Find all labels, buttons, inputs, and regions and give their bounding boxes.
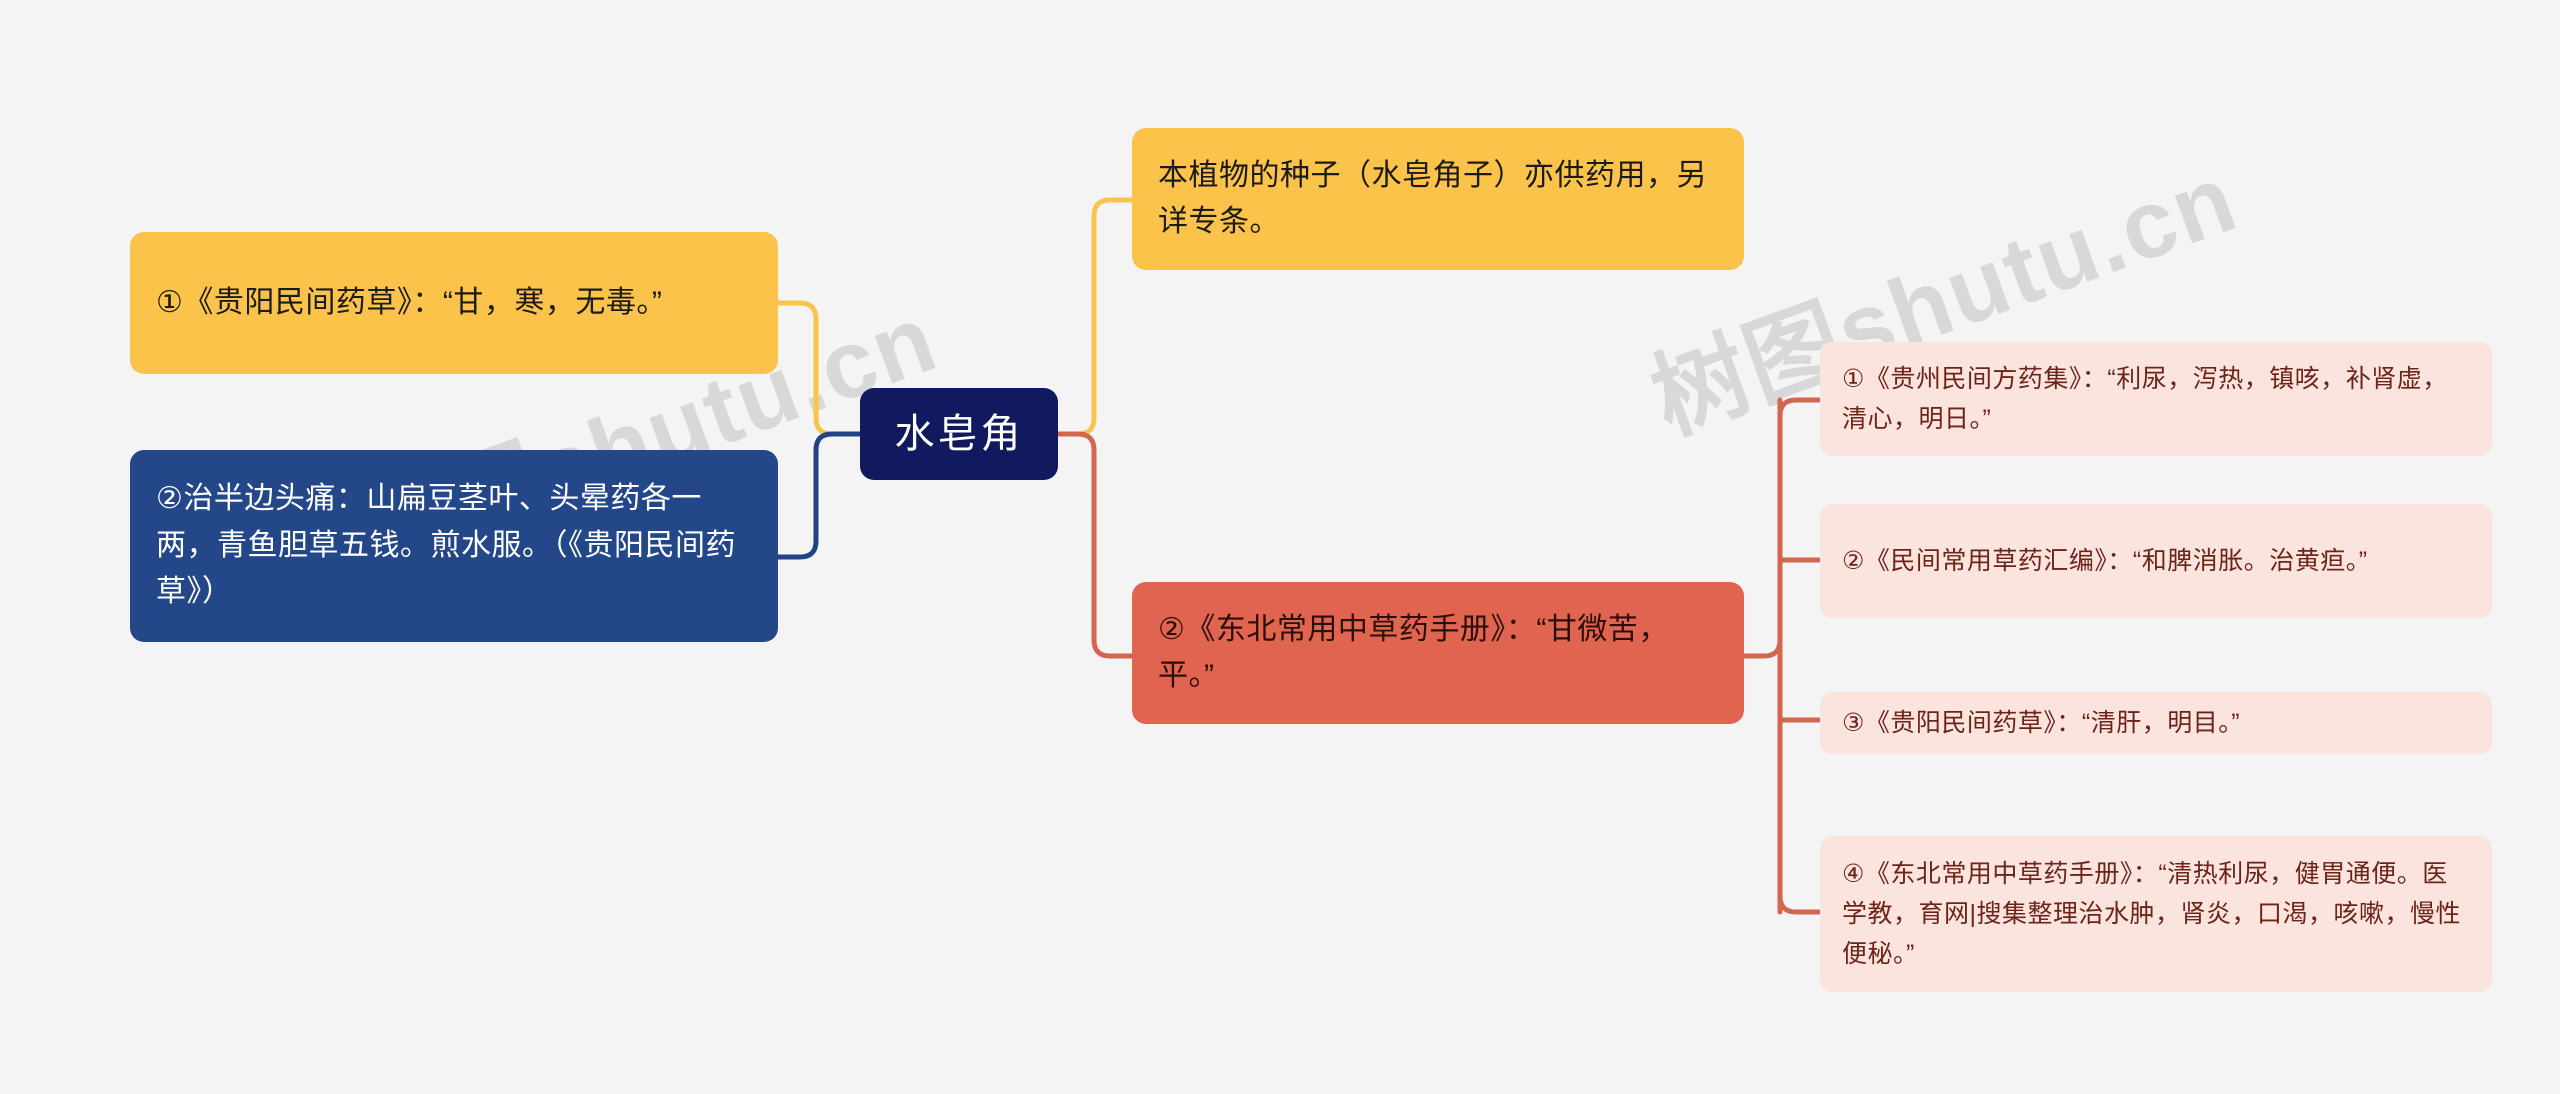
wire-coral-spine bbox=[1737, 637, 1783, 659]
wire-right-coral bbox=[1055, 431, 1135, 659]
node-leaf-2-label: ②《民间常用草药汇编》：“和脾消胀。治黄疸。” bbox=[1842, 547, 2368, 575]
node-right-yellow[interactable]: 本植物的种子（水皂角子）亦供药用，另详专条。 bbox=[1132, 128, 1744, 270]
root-node[interactable]: 水皂角 bbox=[860, 388, 1058, 480]
node-leaf-4-label: ④《东北常用中草药手册》：“清热利尿，健胃通便。医学教，育网|搜集整理治水肿，肾… bbox=[1842, 860, 2461, 968]
node-right-yellow-label: 本植物的种子（水皂角子）亦供药用，另详专条。 bbox=[1158, 158, 1707, 239]
node-leaf-4[interactable]: ④《东北常用中草药手册》：“清热利尿，健胃通便。医学教，育网|搜集整理治水肿，肾… bbox=[1820, 836, 2492, 992]
node-leaf-1-label: ①《贵州民间方药集》：“利尿，泻热，镇咳，补肾虚，清心，明日。” bbox=[1842, 365, 2448, 433]
node-right-coral-label: ②《东北常用中草药手册》：“甘微苦，平。” bbox=[1158, 612, 1669, 693]
node-left-yellow[interactable]: ①《贵阳民间药草》：“甘，寒，无毒。” bbox=[130, 232, 778, 374]
wire-right-yellow bbox=[1055, 197, 1135, 437]
node-left-blue[interactable]: ②治半边头痛：山扁豆茎叶、头晕药各一两，青鱼胆草五钱。煎水服。（《贵阳民间药草》… bbox=[130, 450, 778, 642]
node-leaf-3[interactable]: ③《贵阳民间药草》：“清肝，明目。” bbox=[1820, 692, 2492, 754]
wire-leaf-4 bbox=[1777, 893, 1823, 915]
node-left-yellow-label: ①《贵阳民间药草》：“甘，寒，无毒。” bbox=[156, 285, 663, 319]
node-leaf-3-label: ③《贵阳民间药草》：“清肝，明目。” bbox=[1842, 709, 2241, 737]
node-right-coral[interactable]: ②《东北常用中草药手册》：“甘微苦，平。” bbox=[1132, 582, 1744, 724]
wire-leaf-1 bbox=[1777, 397, 1823, 419]
node-left-blue-label: ②治半边头痛：山扁豆茎叶、头晕药各一两，青鱼胆草五钱。煎水服。（《贵阳民间药草》… bbox=[156, 482, 736, 609]
node-leaf-1[interactable]: ①《贵州民间方药集》：“利尿，泻热，镇咳，补肾虚，清心，明日。” bbox=[1820, 342, 2492, 456]
root-node-label: 水皂角 bbox=[894, 412, 1024, 456]
wire-left-yellow bbox=[775, 300, 863, 437]
node-leaf-2[interactable]: ②《民间常用草药汇编》：“和脾消胀。治黄疸。” bbox=[1820, 504, 2492, 618]
wire-left-blue bbox=[775, 431, 863, 560]
